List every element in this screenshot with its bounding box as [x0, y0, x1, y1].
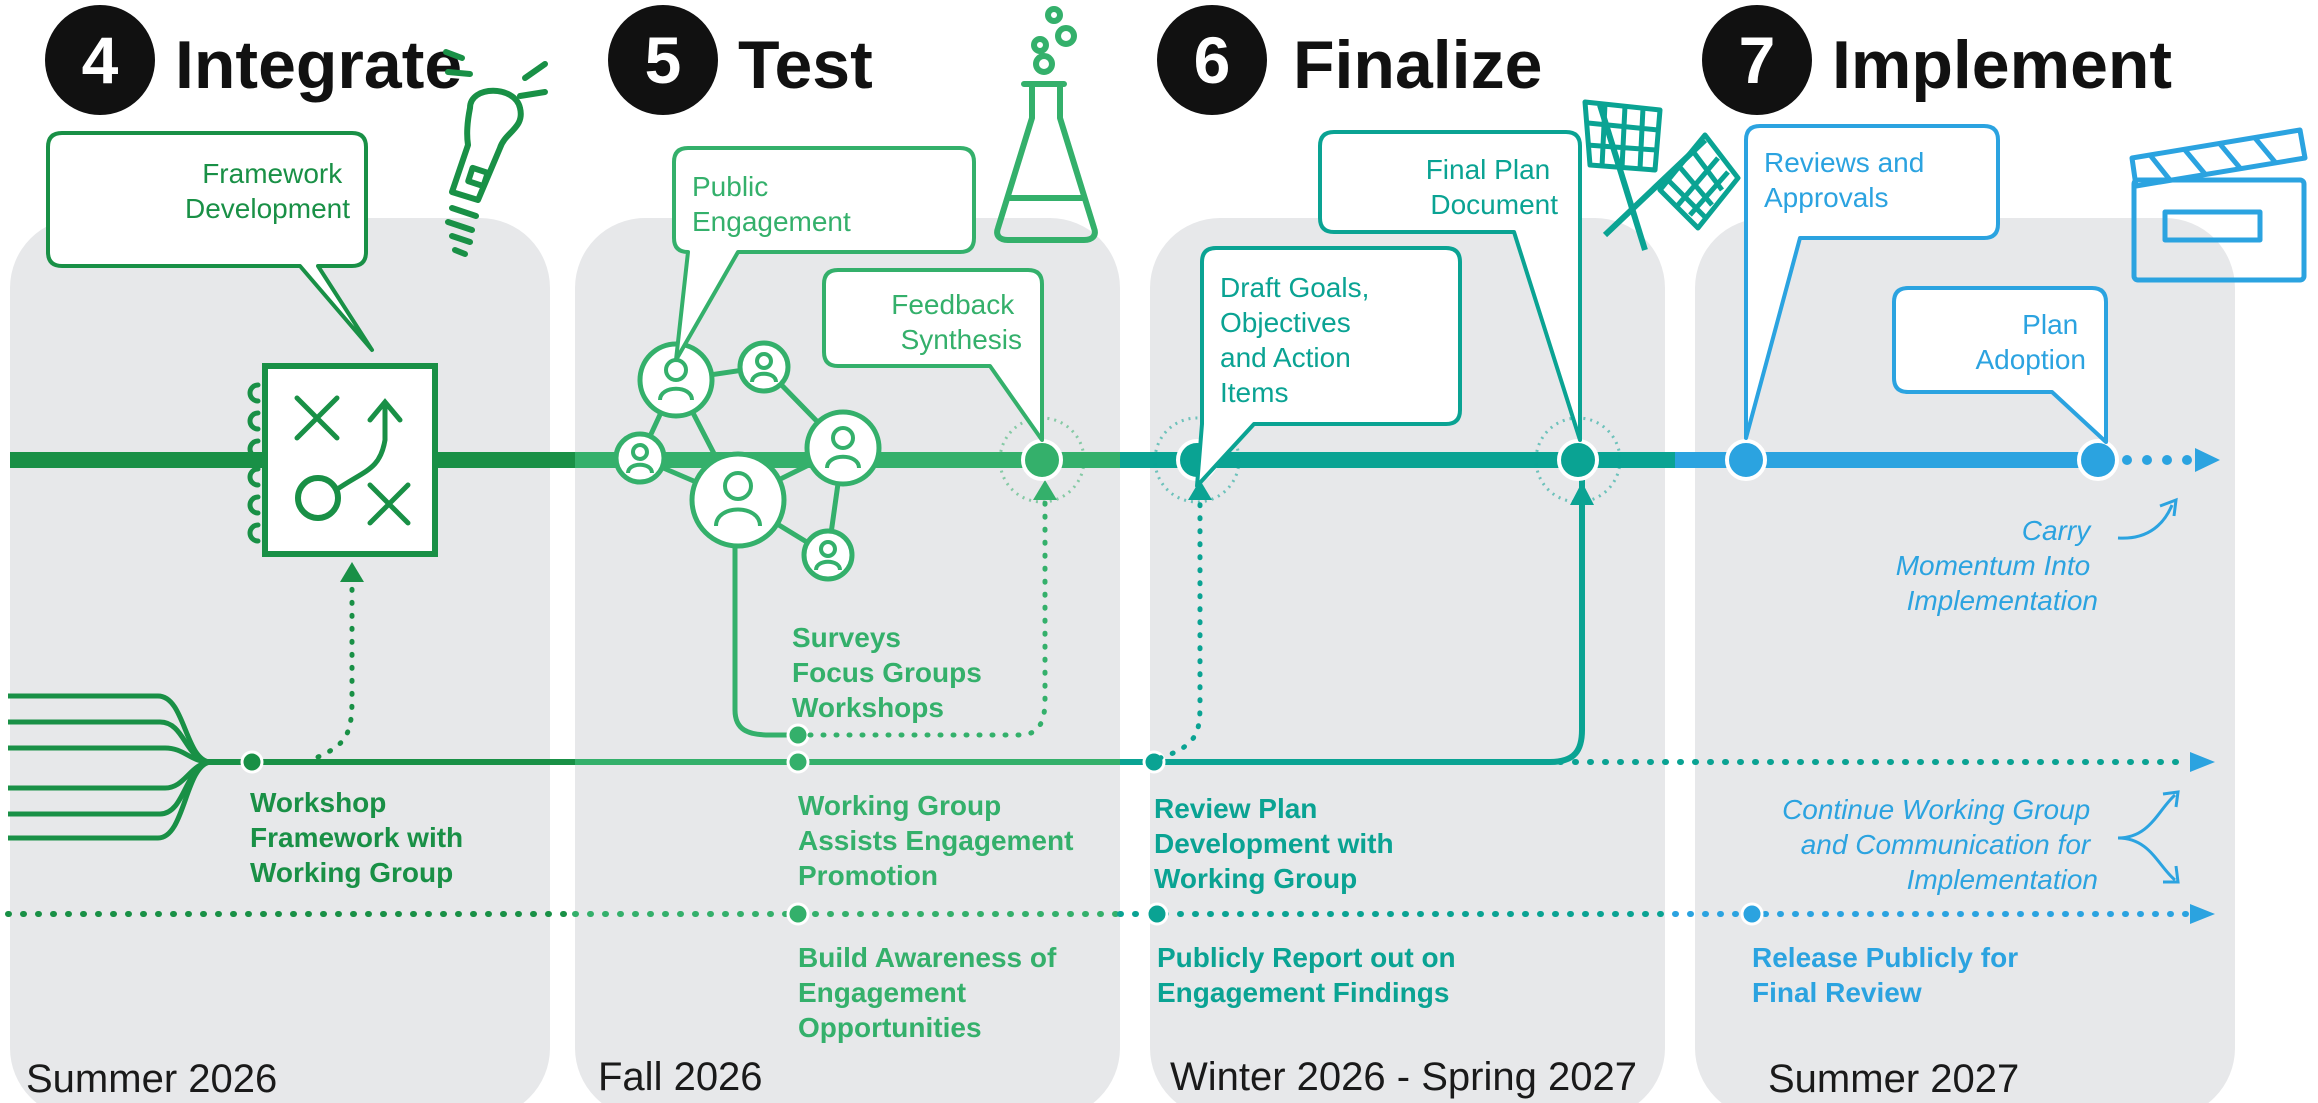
label-review-plan: Review Plan Development with Working Gro… — [1154, 793, 1401, 894]
phase-panel-integrate — [10, 218, 550, 1103]
milestone-reviews — [1725, 439, 1767, 481]
callout-line: Draft Goals, — [1220, 272, 1369, 303]
phase-header-6: 6 Finalize — [1157, 5, 1542, 115]
callout-line: Items — [1220, 377, 1288, 408]
phase-panels — [10, 218, 2235, 1103]
callout-line: Public — [692, 171, 768, 202]
phase-title: Finalize — [1293, 27, 1542, 103]
callout-line: Feedback — [891, 289, 1015, 320]
phase-header-7: 7 Implement — [1702, 5, 2172, 115]
callout-line: Approvals — [1764, 182, 1889, 213]
callout-line: Document — [1430, 189, 1558, 220]
label-build-awareness: Build Awareness of Engagement Opportunit… — [798, 942, 1064, 1043]
svg-text:Reviews and Approvals: Reviews and Approvals — [1764, 147, 1932, 213]
phase-number: 5 — [645, 23, 682, 97]
public-awareness-timeline — [5, 902, 2215, 926]
connectors — [315, 480, 1212, 761]
season-label-integrate: Summer 2026 — [26, 1057, 277, 1101]
svg-text:Final Plan Document: Final Plan Document — [1426, 154, 1559, 220]
framework-strategy-icon — [247, 363, 438, 557]
phase-title: Test — [738, 27, 873, 103]
svg-text:Feedback Synthesis: Feedback Synthesis — [891, 289, 1022, 355]
callout-line: Engagement — [692, 206, 851, 237]
svg-text:Public Engagement: Public Engagement — [692, 171, 851, 237]
split-arrow-icon — [2117, 790, 2180, 884]
callout-final-plan-document: Final Plan Document — [1318, 130, 1582, 442]
label-publicly-report: Publicly Report out on Engagement Findin… — [1157, 942, 1463, 1008]
callout-reviews-approvals: Reviews and Approvals — [1744, 124, 2000, 440]
phase-number: 6 — [1194, 23, 1231, 97]
phase-number: 4 — [82, 23, 119, 97]
engagement-network-icon — [613, 340, 882, 582]
milestone-adoption — [2077, 439, 2119, 481]
label-release-publicly: Release Publicly for Final Review — [1752, 942, 2026, 1008]
callout-line: Framework — [202, 158, 343, 189]
callout-line: Plan — [2022, 309, 2078, 340]
svg-text:Draft Goals, Objectives: Draft Goals, Objectives and Action Items — [1220, 272, 1377, 408]
callout-line: Synthesis — [901, 324, 1022, 355]
label-working-group-assists: Working Group Assists Engagement Promoti… — [798, 790, 1081, 891]
callout-line: and Action — [1220, 342, 1351, 373]
label-continue-working-group: Continue Working Group and Communication… — [1782, 794, 2098, 895]
phase-title: Integrate — [175, 27, 462, 103]
svg-text:Plan Adoption: Plan Adoption — [1975, 309, 2086, 375]
phase-number: 7 — [1739, 23, 1776, 97]
phase-number-badge — [608, 5, 718, 115]
callout-plan-adoption: Plan Adoption — [1892, 286, 2108, 444]
phase-number-badge — [1702, 5, 1812, 115]
label-carry-momentum: Carry Momentum Into Implementation — [1896, 515, 2098, 616]
phase-header-5: 5 Test — [608, 5, 873, 115]
phase-number-badge — [45, 5, 155, 115]
phase-header-4: 4 Integrate — [45, 5, 462, 115]
callout-line: Reviews and — [1764, 147, 1924, 178]
phase-number-badge — [1157, 5, 1267, 115]
callout-framework-development: Framework Development — [46, 131, 374, 352]
curved-arrow-icon — [2117, 497, 2178, 540]
season-label-implement: Summer 2027 — [1768, 1057, 2019, 1101]
working-group-timeline — [8, 480, 2215, 841]
lightbulb-icon — [443, 49, 548, 257]
flask-icon — [994, 6, 1098, 243]
callout-line: Final Plan — [1426, 154, 1551, 185]
phase-panel-test — [575, 218, 1120, 1103]
svg-text:Framework Development: Framework Development — [185, 158, 350, 224]
callout-feedback-synthesis: Feedback Synthesis — [822, 268, 1044, 442]
callout-line: Adoption — [1975, 344, 2086, 375]
season-label-finalize: Winter 2026 - Spring 2027 — [1170, 1055, 1637, 1099]
phase-panel-finalize — [1150, 218, 1665, 1103]
callout-line: Development — [185, 193, 350, 224]
label-surveys: Surveys Focus Groups Workshops — [792, 622, 990, 723]
season-label-test: Fall 2026 — [598, 1055, 763, 1099]
clapperboard-icon — [2129, 127, 2308, 283]
checkered-flags-icon — [1582, 99, 1741, 251]
callout-line: Objectives — [1220, 307, 1351, 338]
phase-title: Implement — [1832, 27, 2172, 103]
label-workshop-framework: Workshop Framework with Working Group — [250, 787, 471, 888]
callout-draft-goals: Draft Goals, Objectives and Action Items — [1195, 246, 1462, 488]
callout-public-engagement: Public Engagement — [672, 146, 976, 362]
